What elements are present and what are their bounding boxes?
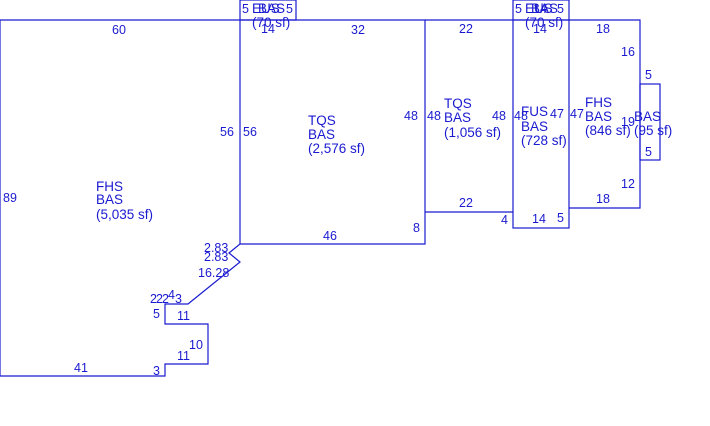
dim-label: 22 bbox=[459, 196, 473, 210]
area-size-fhs-main: (5,035 sf) bbox=[96, 207, 153, 222]
dim-label: 56 bbox=[220, 125, 234, 139]
dim-label: 47 bbox=[550, 107, 564, 121]
dim-label: 11 bbox=[177, 349, 190, 363]
area-code-tqs-large: TQS bbox=[308, 113, 336, 128]
dim-label: 48 bbox=[492, 109, 506, 123]
dim-label: 2 bbox=[156, 292, 163, 306]
area-size-bas-small: (95 sf) bbox=[634, 123, 672, 138]
area-type-eus-left: BAS bbox=[258, 1, 285, 16]
dim-label: 3 bbox=[153, 364, 160, 378]
dim-label: 14 bbox=[533, 22, 547, 36]
dim-label: 41 bbox=[74, 361, 88, 375]
area-size-tqs-large: (2,576 sf) bbox=[308, 141, 365, 156]
area-type-fhs-main: BAS bbox=[96, 192, 123, 207]
dim-label: 2.83 bbox=[204, 250, 228, 264]
dim-label: 56 bbox=[243, 125, 257, 139]
area-type-tqs-small: BAS bbox=[444, 110, 471, 125]
dim-label: 2 bbox=[150, 292, 157, 306]
tqs-large-outline bbox=[240, 19, 426, 245]
area-size-eus-right: (70 sf) bbox=[525, 15, 563, 30]
area-type-eus-right: BAS bbox=[531, 1, 558, 16]
area-code-fus: FUS bbox=[521, 104, 548, 119]
bas-small-outline bbox=[639, 83, 661, 161]
area-type-fhs-right: BAS bbox=[585, 109, 612, 124]
area-type-tqs-large: BAS bbox=[308, 127, 335, 142]
dim-label: 12 bbox=[621, 177, 635, 191]
area-code-eus-left: EUS bbox=[252, 1, 280, 16]
area-size-tqs-small: (1,056 sf) bbox=[444, 125, 501, 140]
area-type-fus: BAS bbox=[521, 119, 548, 134]
dim-label: 5 bbox=[557, 2, 564, 16]
tqs-small-outline bbox=[425, 19, 513, 213]
dim-label: 5 bbox=[645, 145, 652, 159]
dim-label: 5 bbox=[286, 2, 293, 16]
eus-left-outline bbox=[239, 0, 297, 21]
dim-label: 16.28 bbox=[198, 266, 229, 280]
dim-label: 5 bbox=[153, 307, 160, 321]
dim-label: 5 bbox=[557, 211, 564, 225]
dim-label: 19 bbox=[621, 115, 635, 129]
dim-label: 2 bbox=[162, 292, 169, 306]
area-size-eus-left: (70 sf) bbox=[252, 15, 290, 30]
area-code-fhs-main: FHS bbox=[96, 179, 123, 194]
dim-label: 18 bbox=[596, 22, 610, 36]
area-code-bas-small: BAS bbox=[634, 109, 661, 124]
dim-label: 22 bbox=[459, 22, 473, 36]
eus-right-outline bbox=[512, 0, 570, 21]
fhs-main-outline bbox=[0, 19, 241, 377]
dim-label: 8 bbox=[413, 221, 420, 235]
dim-label: 4 bbox=[168, 288, 175, 302]
dim-label: 5 bbox=[645, 68, 652, 82]
area-code-eus-right: EUS bbox=[525, 1, 553, 16]
dim-label: 14 bbox=[533, 2, 547, 16]
dim-label: 10 bbox=[189, 338, 203, 352]
dim-label: 32 bbox=[351, 23, 365, 37]
dim-label: 48 bbox=[427, 109, 441, 123]
area-code-fhs-right: FHS bbox=[585, 95, 612, 110]
dim-label: 4 bbox=[501, 213, 508, 227]
dim-label: 2.83 bbox=[204, 241, 228, 255]
area-size-fhs-right: (846 sf) bbox=[585, 123, 631, 138]
dim-label: 48 bbox=[514, 109, 528, 123]
dim-label: 14 bbox=[532, 212, 546, 226]
dim-label: 46 bbox=[323, 229, 337, 243]
dim-label: 5 bbox=[242, 2, 249, 16]
dim-label: 60 bbox=[112, 23, 126, 37]
dim-label: 48 bbox=[404, 109, 418, 123]
dim-label: 14 bbox=[261, 22, 275, 36]
area-code-tqs-small: TQS bbox=[444, 96, 472, 111]
dim-label: 18 bbox=[596, 192, 610, 206]
dim-label: 11 bbox=[177, 309, 190, 323]
dim-label: 16 bbox=[621, 45, 635, 59]
dim-label: 89 bbox=[3, 191, 17, 205]
dim-label: 47 bbox=[570, 107, 584, 121]
dim-label: 3 bbox=[175, 292, 182, 306]
dim-label: 5 bbox=[515, 2, 522, 16]
area-size-fus: (728 sf) bbox=[521, 133, 567, 148]
